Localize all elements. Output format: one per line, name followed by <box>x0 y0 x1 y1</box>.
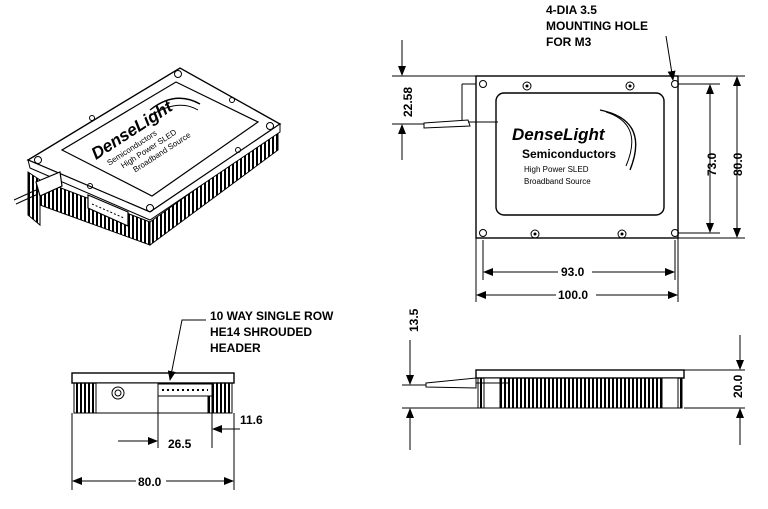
logo-company: Semiconductors <box>522 147 616 161</box>
mounting-hole <box>479 80 487 88</box>
note-header-line2: HE14 SHROUDED <box>210 325 312 339</box>
note-header-line3: HEADER <box>210 341 261 355</box>
logo-line2: Broadband Source <box>524 177 591 186</box>
note-hole-line3: FOR M3 <box>546 35 592 49</box>
note-header-line1: 10 WAY SINGLE ROW <box>210 309 334 323</box>
dim-body-height: 20.0 <box>731 374 745 398</box>
front-view <box>71 319 240 490</box>
dim-header-width: 26.5 <box>168 437 192 451</box>
isometric-view: DenseLight Semiconductors High Power SLE… <box>13 67 282 246</box>
dim-overall-height: 80.0 <box>731 152 745 176</box>
note-hole-line2: MOUNTING HOLE <box>546 19 648 33</box>
dim-fiber-height: 13.5 <box>407 308 421 332</box>
mounting-hole <box>479 229 487 237</box>
dim-header-offset: 11.6 <box>240 413 263 427</box>
dim-front-width: 80.0 <box>138 475 162 489</box>
logo-line1: High Power SLED <box>524 165 589 174</box>
dim-top-offset: 22.58 <box>401 87 415 117</box>
logo-brand: DenseLight <box>512 125 606 144</box>
header-connector <box>157 383 213 397</box>
top-view: DenseLight Semiconductors High Power SLE… <box>392 35 745 302</box>
dim-overall-width: 100.0 <box>558 288 588 302</box>
dim-hole-pitch-width: 93.0 <box>561 265 585 279</box>
side-view <box>402 335 745 450</box>
note-hole-line1: 4-DIA 3.5 <box>546 3 597 17</box>
dim-hole-pitch-height: 73.0 <box>705 152 719 176</box>
